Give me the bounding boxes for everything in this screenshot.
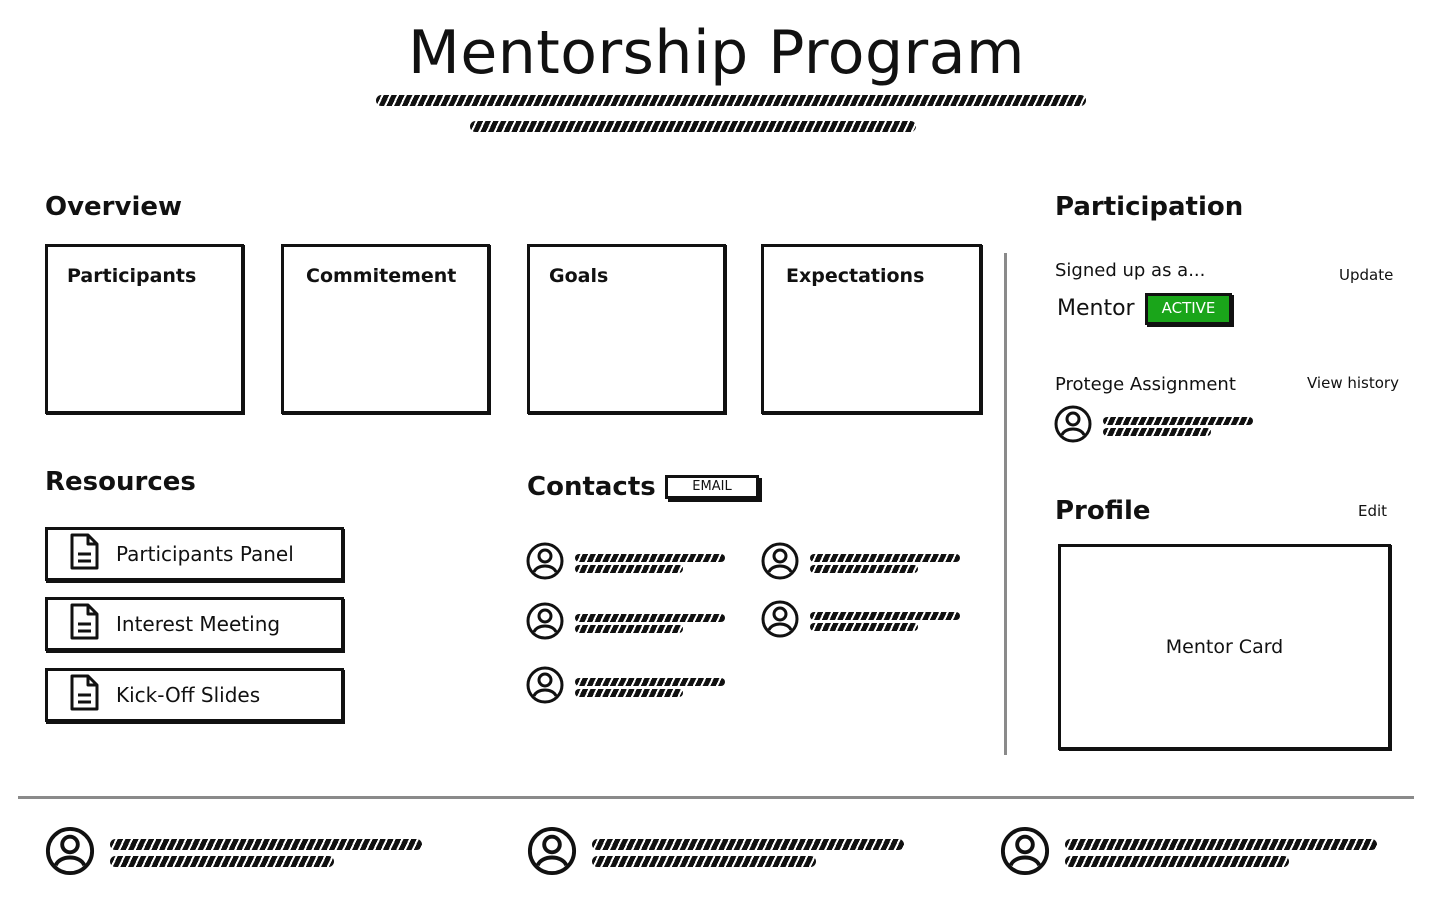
signed-up-label: Signed up as a... xyxy=(1055,260,1206,281)
protege-item[interactable] xyxy=(1053,404,1253,448)
view-history-link[interactable]: View history xyxy=(1307,374,1399,392)
overview-heading: Overview xyxy=(45,192,183,222)
user-avatar-icon xyxy=(760,541,800,585)
email-button[interactable]: EMAIL xyxy=(665,475,759,499)
footer-item[interactable] xyxy=(44,825,422,881)
contact-name-placeholder xyxy=(575,551,725,576)
contact-name-placeholder xyxy=(810,551,960,576)
contact-item[interactable] xyxy=(525,601,725,645)
profile-heading: Profile xyxy=(1055,496,1151,526)
contact-item[interactable] xyxy=(525,541,725,585)
contact-item[interactable] xyxy=(760,599,960,643)
user-avatar-icon xyxy=(525,665,565,709)
document-icon xyxy=(68,674,100,716)
overview-card-goals[interactable]: Goals xyxy=(527,244,726,414)
overview-card-expectations[interactable]: Expectations xyxy=(761,244,982,414)
horizontal-divider xyxy=(18,796,1414,799)
contact-item[interactable] xyxy=(525,665,725,709)
contacts-heading: Contacts xyxy=(527,472,656,502)
protege-assignment-label: Protege Assignment xyxy=(1055,374,1236,395)
user-avatar-icon xyxy=(526,825,578,881)
contact-name-placeholder xyxy=(810,609,960,634)
resource-participants-panel[interactable]: Participants Panel xyxy=(45,527,344,581)
resource-interest-meeting[interactable]: Interest Meeting xyxy=(45,597,344,651)
user-avatar-icon xyxy=(999,825,1051,881)
edit-profile-link[interactable]: Edit xyxy=(1358,502,1388,520)
overview-card-commitment[interactable]: Commitement xyxy=(281,244,490,414)
document-icon xyxy=(68,533,100,575)
vertical-divider xyxy=(1004,253,1007,755)
mentor-card[interactable]: Mentor Card xyxy=(1058,544,1391,750)
card-label: Commitement xyxy=(306,265,457,287)
participation-heading: Participation xyxy=(1055,192,1244,222)
card-label: Goals xyxy=(549,265,609,287)
card-label: Participants xyxy=(67,265,197,287)
resources-heading: Resources xyxy=(45,467,196,497)
resource-label: Participants Panel xyxy=(116,542,294,566)
overview-card-participants[interactable]: Participants xyxy=(45,244,244,414)
update-link[interactable]: Update xyxy=(1339,266,1394,284)
mentor-card-label: Mentor Card xyxy=(1165,636,1284,658)
footer-text-placeholder xyxy=(110,833,422,873)
user-avatar-icon xyxy=(1053,404,1093,448)
document-icon xyxy=(68,603,100,645)
resource-label: Interest Meeting xyxy=(116,612,281,636)
resource-kickoff-slides[interactable]: Kick-Off Slides xyxy=(45,668,344,722)
contact-name-placeholder xyxy=(575,675,725,700)
card-label: Expectations xyxy=(786,265,925,287)
user-avatar-icon xyxy=(44,825,96,881)
user-avatar-icon xyxy=(525,601,565,645)
subtitle-placeholder xyxy=(376,95,1086,106)
footer-item[interactable] xyxy=(526,825,904,881)
footer-text-placeholder xyxy=(1065,833,1377,873)
user-avatar-icon xyxy=(760,599,800,643)
footer-item[interactable] xyxy=(999,825,1377,881)
role-label: Mentor xyxy=(1057,296,1135,321)
page-title: Mentorship Program xyxy=(408,18,1025,88)
subtitle-placeholder-2 xyxy=(470,121,916,132)
contact-item[interactable] xyxy=(760,541,960,585)
protege-name-placeholder xyxy=(1103,414,1253,439)
resource-label: Kick-Off Slides xyxy=(116,683,261,707)
contact-name-placeholder xyxy=(575,611,725,636)
footer-text-placeholder xyxy=(592,833,904,873)
user-avatar-icon xyxy=(525,541,565,585)
status-badge: ACTIVE xyxy=(1145,293,1232,325)
